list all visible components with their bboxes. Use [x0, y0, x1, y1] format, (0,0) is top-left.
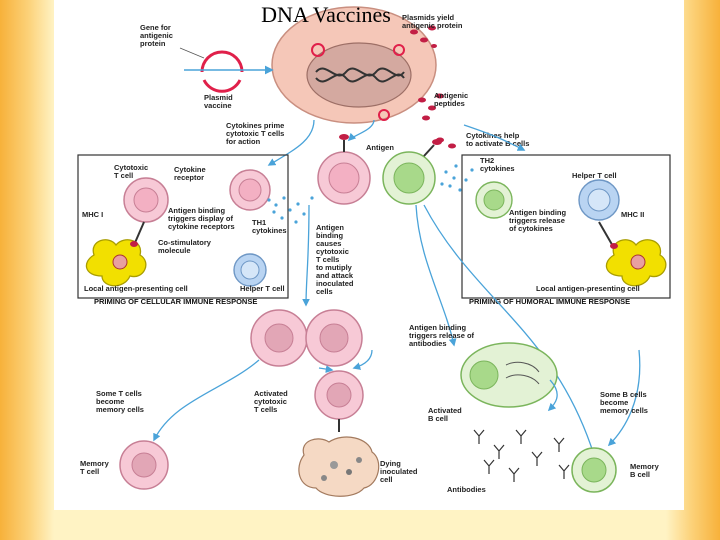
- label-antigen: Antigen: [366, 143, 394, 152]
- th1-cytokine-dots: [267, 196, 314, 224]
- cytotoxic-t-cell-left: [123, 177, 169, 223]
- inoculated-muscle-cell: [271, 6, 437, 124]
- activated-b-cell: [460, 342, 558, 408]
- humoral-response-box: [461, 154, 671, 299]
- b-cell-primed: [475, 181, 513, 219]
- label-antibodies: Antibodies: [447, 485, 486, 494]
- label-local-apc-right: Local antigen-presenting cell: [536, 284, 640, 293]
- apc-right: [605, 239, 667, 287]
- caption-priming-humoral: PRIMING OF HUMORAL IMMUNE RESPONSE: [469, 297, 630, 306]
- plasmids: [311, 43, 405, 121]
- cellular-response-box: [77, 154, 289, 299]
- memory-b-cell: [571, 447, 617, 493]
- th2-cytokine-dots: [440, 164, 474, 192]
- caption-priming-cellular: PRIMING OF CELLULAR IMMUNE RESPONSE: [94, 297, 257, 306]
- label-helper-t-cell-left: Helper T cell: [240, 284, 285, 293]
- apc-left: [85, 239, 147, 287]
- label-mhc-i: MHC I: [82, 210, 103, 219]
- cytotoxic-t-cell-primed: [229, 169, 271, 211]
- plasmid-vaccine-icon: [200, 50, 244, 93]
- label-helper-t-cell-right: Helper T cell: [572, 171, 617, 180]
- dying-inoculated-cell: [298, 436, 380, 497]
- helper-t-cell-right: [578, 179, 620, 221]
- slide-title: DNA Vaccines: [261, 2, 391, 27]
- label-antigen-binding-multiply: Antigen binding causes cytotoxic T cells…: [316, 223, 356, 296]
- activated-cytotoxic-t-cell: [314, 370, 364, 432]
- central-b-cell: [382, 139, 442, 205]
- label-local-apc-left: Local antigen-presenting cell: [84, 284, 188, 293]
- label-mhc-ii: MHC II: [621, 210, 644, 219]
- antigenic-protein: [410, 25, 456, 149]
- helper-t-cell-left: [233, 253, 267, 287]
- nucleus: [306, 42, 412, 108]
- dividing-t-cells: [250, 309, 363, 367]
- antibodies-cluster: [473, 429, 570, 482]
- central-t-cell: [317, 134, 371, 205]
- memory-t-cell: [119, 440, 169, 490]
- dna-helix: [315, 67, 405, 77]
